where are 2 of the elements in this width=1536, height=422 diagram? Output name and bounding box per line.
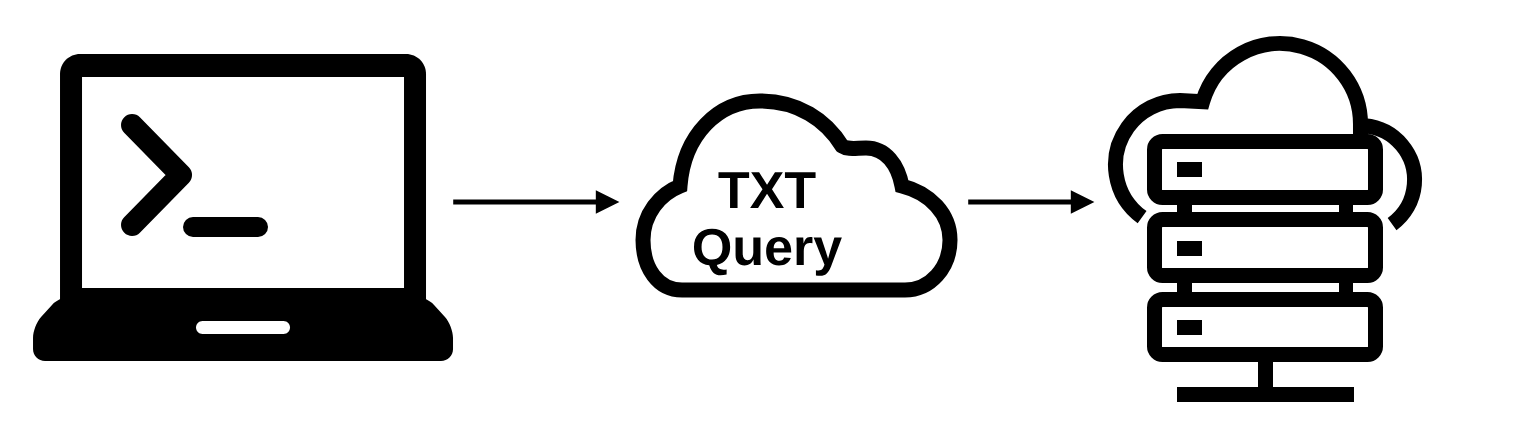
laptop-icon	[33, 54, 453, 361]
cloud-server-icon	[1108, 36, 1422, 402]
